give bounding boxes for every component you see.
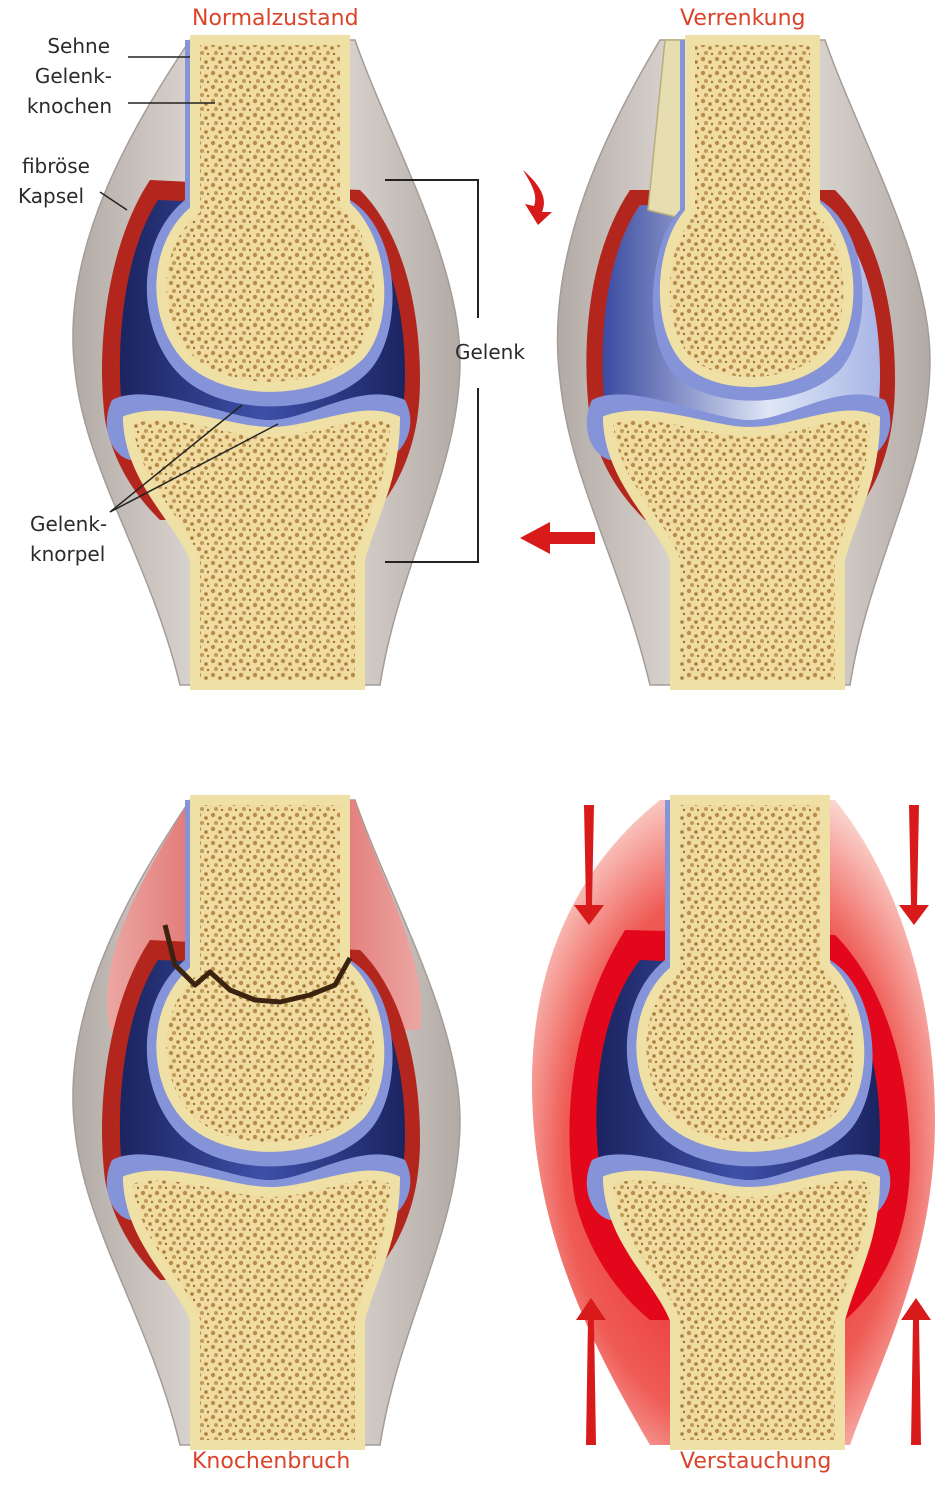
panel-dislocation bbox=[520, 40, 930, 685]
label-knorpel-2: knorpel bbox=[30, 540, 105, 568]
upper-bone bbox=[161, 800, 379, 1147]
title-verrenkung: Verrenkung bbox=[680, 6, 806, 31]
label-kapsel-1: fibröse bbox=[0, 152, 90, 180]
title-knochenbruch: Knochenbruch bbox=[192, 1449, 350, 1474]
arrow-down-right bbox=[899, 805, 929, 925]
label-gelenk: Gelenk bbox=[455, 338, 525, 366]
arrow-up-right bbox=[901, 1298, 931, 1445]
upper-bone bbox=[161, 40, 379, 387]
title-verstauchung: Verstauchung bbox=[680, 1449, 831, 1474]
title-normalzustand: Normalzustand bbox=[192, 6, 359, 31]
label-sehne: Sehne bbox=[30, 32, 110, 60]
label-gelenkknochen-1: Gelenk- bbox=[20, 62, 112, 90]
panel-normal bbox=[73, 40, 478, 685]
left-arrow bbox=[520, 522, 595, 554]
panel-sprain bbox=[532, 800, 935, 1445]
label-gelenkknochen-2: knochen bbox=[20, 92, 112, 120]
label-knorpel-1: Gelenk- bbox=[30, 510, 107, 538]
label-kapsel-2: Kapsel bbox=[0, 182, 84, 210]
upper-bone bbox=[641, 800, 859, 1147]
curved-arrow bbox=[523, 170, 552, 225]
panel-fracture bbox=[73, 800, 460, 1445]
